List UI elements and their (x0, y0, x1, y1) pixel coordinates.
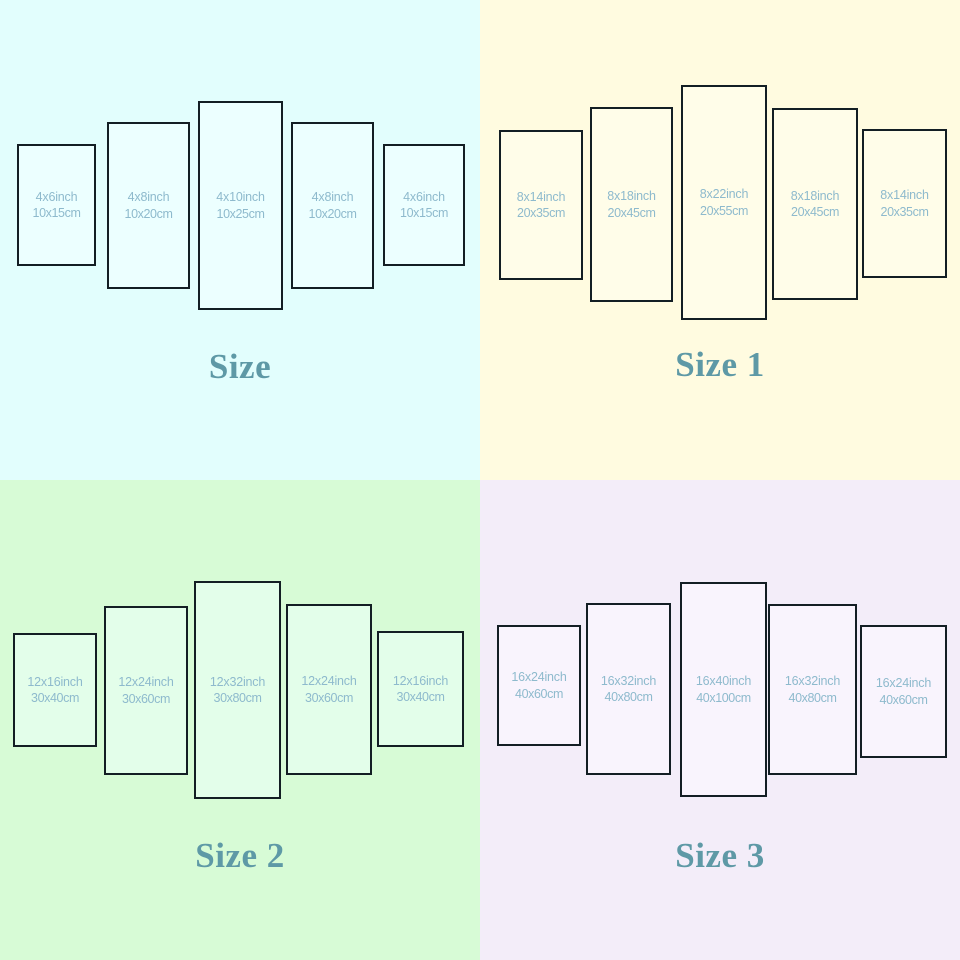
canvas-size-2-panel-4[interactable]: 12x24inch 30x60cm (286, 604, 372, 775)
canvas-size-2-panel-5[interactable]: 12x16inch 30x40cm (377, 631, 464, 747)
panel-size-inch: 12x16inch (27, 674, 83, 689)
panel-size-inch: 8x14inch (516, 189, 566, 204)
panel-size-inch: 12x32inch (209, 674, 266, 689)
canvas-size-1-panel-2[interactable]: 8x18inch 20x45cm (590, 107, 673, 302)
canvas-size-panel-3[interactable]: 4x10inch 10x25cm (198, 101, 283, 310)
quadrant-size-2: 12x16inch 30x40cm 12x24inch 30x60cm 12x32inc… (0, 480, 480, 960)
panel-size-cm: 30x80cm (213, 691, 262, 705)
canvas-size-3-panel-1[interactable]: 16x24inch 40x60cm (497, 625, 581, 746)
canvas-size-panel-1[interactable]: 4x6inch 10x15cm (17, 144, 96, 266)
canvas-size-1-panel-1[interactable]: 8x14inch 20x35cm (499, 130, 583, 280)
quadrant-title-size-2: Size 2 (195, 836, 285, 875)
panel-size-inch: 8x22inch (699, 187, 749, 201)
panel-size-cm: 10x25cm (216, 206, 265, 221)
panel-size-inch: 16x40inch (695, 674, 752, 688)
canvas-size-2-panel-3[interactable]: 12x32inch 30x80cm (194, 581, 281, 799)
panel-size-cm: 40x80cm (788, 690, 837, 705)
panel-size-cm: 30x40cm (31, 691, 79, 705)
panel-size-inch: 4x8inch (311, 190, 354, 204)
panel-size-inch: 4x8inch (127, 190, 170, 204)
panel-size-cm: 20x45cm (791, 205, 839, 219)
canvas-size-3-panel-2[interactable]: 16x32inch 40x80cm (586, 603, 671, 775)
panel-size-inch: 16x24inch (511, 670, 567, 684)
canvas-size-2-panel-1[interactable]: 12x16inch 30x40cm (13, 633, 97, 747)
panel-size-inch: 8x14inch (880, 188, 929, 202)
canvas-size-panel-2[interactable]: 4x8inch 10x20cm (107, 122, 190, 289)
panel-size-cm: 40x60cm (879, 692, 928, 707)
panel-size-cm: 40x80cm (604, 690, 653, 704)
canvas-size-1-panel-3[interactable]: 8x22inch 20x55cm (681, 85, 767, 320)
panel-size-cm: 20x55cm (700, 203, 748, 218)
quadrant-title-size: Size (208, 347, 272, 386)
panel-size-inch: 4x10inch (216, 190, 265, 204)
panel-size-cm: 20x35cm (517, 206, 565, 220)
canvas-size-2-panel-2[interactable]: 12x24inch 30x60cm (104, 606, 188, 775)
panel-size-inch: 16x32inch (784, 674, 841, 688)
panel-size-cm: 30x40cm (396, 690, 445, 704)
panel-size-cm: 20x45cm (607, 205, 656, 220)
panel-size-inch: 8x18inch (607, 189, 656, 203)
panel-size-cm: 20x35cm (880, 204, 929, 219)
canvas-size-3-panel-5[interactable]: 16x24inch 40x60cm (860, 625, 947, 758)
quadrant-title-size-3: Size 3 (675, 836, 765, 875)
panel-size-cm: 30x60cm (305, 690, 353, 705)
panel-size-inch: 16x32inch (600, 673, 657, 688)
panel-size-cm: 10x20cm (124, 206, 173, 221)
panel-size-cm: 10x20cm (308, 206, 357, 221)
panel-size-inch: 16x24inch (875, 676, 932, 690)
canvas-size-1-panel-5[interactable]: 8x14inch 20x35cm (862, 129, 947, 278)
panel-size-inch: 12x24inch (301, 674, 357, 688)
canvas-size-panel-5[interactable]: 4x6inch 10x15cm (383, 144, 465, 266)
quadrant-size-3: 16x24inch 40x60cm 16x32inch 40x80cm 16x40inc… (480, 480, 960, 960)
quadrant-size-1: 8x14inch 20x35cm 8x18inch 20x45cm 8x22inch 20… (480, 0, 960, 480)
quadrant-title-size-1: Size 1 (675, 345, 765, 384)
panel-size-cm: 10x15cm (32, 206, 81, 220)
canvas-size-3-panel-4[interactable]: 16x32inch 40x80cm (768, 604, 857, 775)
canvas-size-panel-4[interactable]: 4x8inch 10x20cm (291, 122, 374, 289)
canvas-size-3-panel-3[interactable]: 16x40inch 40x100cm (680, 582, 767, 797)
quadrant-size: 4x6inch 10x15cm 4x8inch 10x20cm 4x10inch 10x2… (0, 0, 480, 480)
panel-size-cm: 40x100cm (696, 690, 751, 705)
panel-size-inch: 4x6inch (403, 189, 445, 204)
panel-size-inch: 4x6inch (35, 189, 78, 204)
panel-size-inch: 8x18inch (790, 188, 840, 203)
canvas-size-1-panel-4[interactable]: 8x18inch 20x45cm (772, 108, 858, 300)
panel-size-inch: 12x24inch (118, 675, 174, 689)
panel-size-cm: 40x60cm (515, 686, 563, 701)
panel-size-inch: 12x16inch (392, 673, 449, 688)
panel-size-cm: 30x60cm (122, 691, 170, 706)
panel-size-cm: 10x15cm (400, 206, 448, 220)
